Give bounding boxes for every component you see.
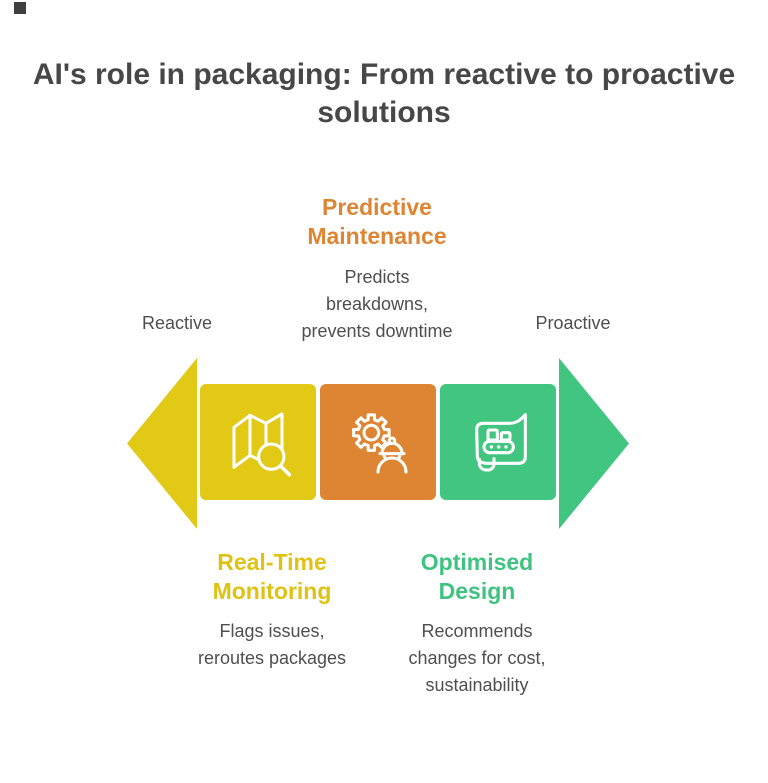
step-box-real-time-monitoring [200, 384, 316, 500]
axis-label-reactive: Reactive [141, 313, 213, 333]
step-description-predictive-maintenance: Predicts breakdowns, prevents downtime [301, 267, 453, 341]
step-box-predictive-maintenance [320, 384, 436, 500]
map-magnifier-icon [232, 412, 292, 477]
step-heading-optimised-design: Optimised Design [420, 549, 534, 604]
blueprint-conveyor-icon [475, 413, 527, 472]
page-title: AI's role in packaging: From reactive to… [32, 58, 736, 129]
gear-engineer-icon [352, 413, 408, 474]
corner-mark [14, 2, 26, 14]
step-heading-predictive-maintenance: Predictive Maintenance [307, 194, 447, 249]
step-box-optimised-design [440, 384, 556, 500]
proactive-arrow-icon [559, 358, 629, 529]
step-heading-real-time-monitoring: Real-Time Monitoring [212, 549, 332, 604]
step-description-real-time-monitoring: Flags issues, reroutes packages [197, 621, 347, 668]
step-description-optimised-design: Recommends changes for cost, sustainabil… [408, 621, 546, 695]
axis-label-proactive: Proactive [535, 313, 611, 333]
reactive-arrow-icon [127, 358, 197, 529]
